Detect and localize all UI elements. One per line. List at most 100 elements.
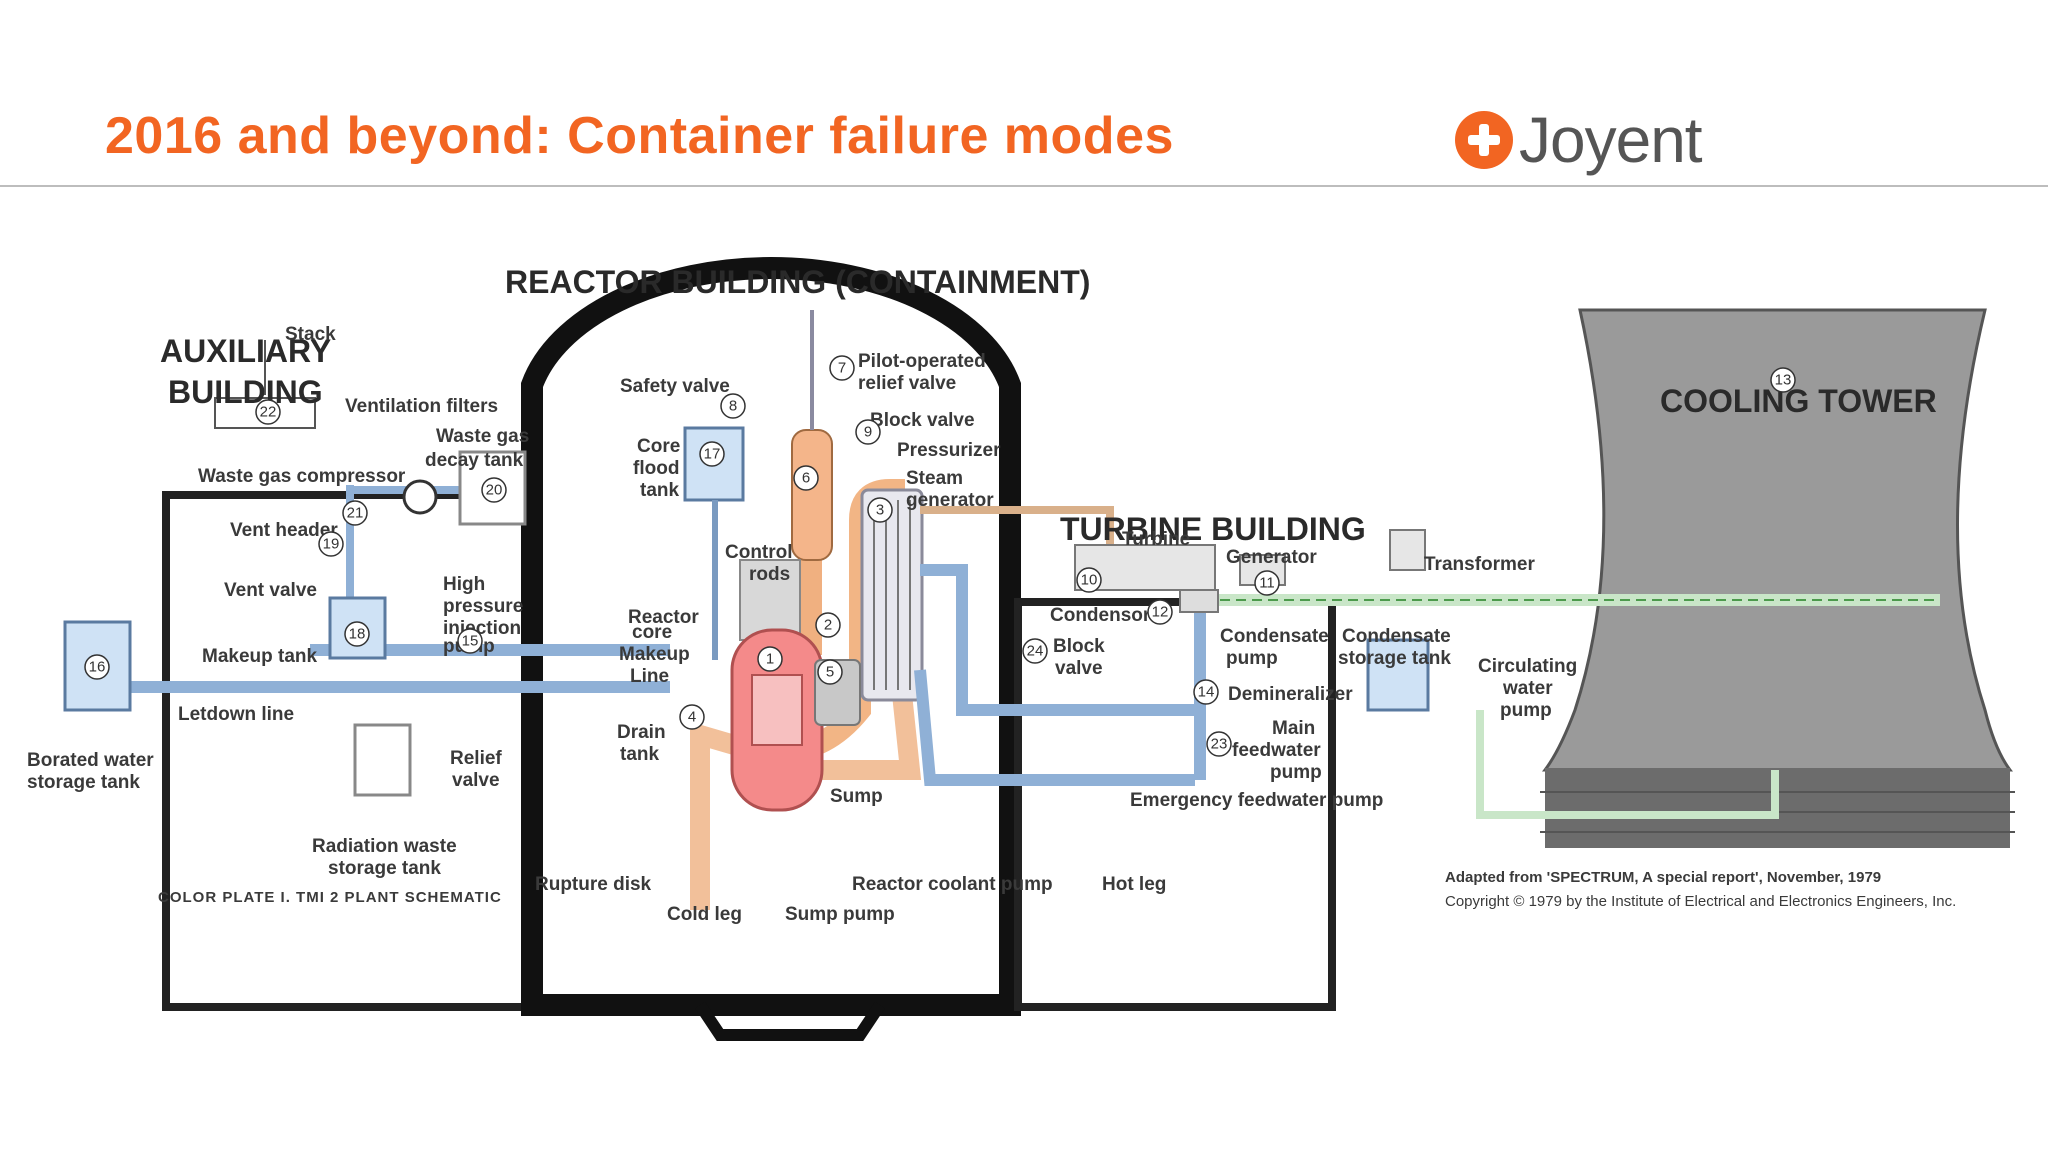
label-relief-valve-2: valve (452, 770, 500, 791)
marker-circle-11 (1254, 570, 1280, 596)
marker-4: 4 (688, 709, 696, 726)
label-block-valve: Block valve (870, 410, 975, 431)
marker-circle-8 (720, 393, 746, 419)
label-waste-gas-2: decay tank (425, 450, 524, 471)
label-circulating-2: water (1502, 678, 1553, 699)
label-transformer: Transformer (1424, 554, 1535, 575)
label-condensate-storage-2: storage tank (1338, 648, 1451, 669)
logo-text: Joyent (1519, 104, 1703, 176)
pressurizer-vessel (791, 429, 833, 561)
marker-8: 8 (729, 398, 737, 415)
marker-circle-22 (255, 399, 281, 425)
label-sump-pump: Sump pump (785, 904, 895, 925)
number-markers (84, 355, 1796, 757)
marker-9: 9 (864, 424, 872, 441)
cooling-tower-heading: COOLING TOWER (1660, 383, 1937, 419)
marker-circle-17 (699, 441, 725, 467)
steam-generator (860, 488, 924, 702)
marker-19: 19 (323, 536, 340, 553)
marker-6: 6 (802, 470, 810, 487)
label-reactor-core-2: core (632, 622, 672, 643)
marker-circle-3 (867, 497, 893, 523)
label-control-rods-1: Control (725, 542, 793, 563)
containment-outline (521, 257, 1021, 1016)
feedwater-line (920, 564, 1205, 716)
label-condensor: Condensor (1050, 605, 1151, 626)
label-demineralizer: Demineralizer (1228, 684, 1353, 705)
marker-14: 14 (1198, 684, 1215, 701)
label-block-valve-24-1: Block (1053, 636, 1105, 657)
label-generator: Generator (1226, 547, 1317, 568)
marker-circle-1 (757, 646, 783, 672)
label-relief-valve-1: Relief (450, 748, 502, 769)
marker-circle-9 (855, 419, 881, 445)
emergency-feedwater-line (914, 669, 1195, 786)
plant-schematic: REACTOR BUILDING (CONTAINMENT) AUXILIARY… (0, 190, 2048, 1152)
credit-line-1: Adapted from 'SPECTRUM, A special report… (1445, 869, 1881, 886)
joyent-logo: Joyent (1455, 100, 1703, 180)
marker-circle-12 (1147, 599, 1173, 625)
marker-2: 2 (824, 617, 832, 634)
plus-circle-icon (1455, 111, 1513, 169)
marker-22: 22 (260, 404, 277, 421)
label-radiation-waste-2: storage tank (328, 858, 441, 879)
radiation-waste-tank (353, 723, 412, 797)
marker-circle-4 (679, 704, 705, 730)
marker-circle-15 (457, 628, 483, 654)
marker-circle-24 (1022, 638, 1048, 664)
label-reactor-coolant-pump: Reactor coolant pump (852, 874, 1053, 895)
label-stack: Stack (285, 324, 336, 345)
condensor-shape (1179, 589, 1219, 613)
label-main-feedwater-3: pump (1270, 762, 1322, 783)
label-core-flood-1: Core (637, 436, 680, 457)
label-vent-header: Vent header (230, 520, 338, 541)
credit-line-2: Copyright © 1979 by the Institute of Ele… (1445, 893, 1956, 910)
label-ventilation-filters: Ventilation filters (345, 396, 498, 417)
transformer-shape (1389, 529, 1426, 571)
label-drain-tank-2: tank (620, 744, 660, 765)
number-labels: 1 2 3 4 5 6 7 8 9 10 11 12 13 14 15 16 1… (89, 360, 1792, 753)
turbine-building-outline (1014, 598, 1336, 1011)
label-reactor-core-1: Reactor (628, 607, 699, 628)
marker-circle-10 (1076, 567, 1102, 593)
label-borated-1: Borated water (27, 750, 154, 771)
title-divider (0, 185, 2048, 187)
containment-base (532, 995, 1010, 1013)
label-makeup-line-2: Line (630, 666, 669, 687)
condensate-storage-tank (1366, 638, 1430, 712)
marker-23: 23 (1211, 736, 1228, 753)
reactor-building-heading: REACTOR BUILDING (CONTAINMENT) (505, 264, 1090, 300)
label-control-rods-2: rods (749, 564, 790, 585)
label-circulating-1: Circulating (1478, 656, 1577, 677)
label-hot-leg: Hot leg (1102, 874, 1166, 895)
steam-line (920, 506, 1114, 545)
marker-circle-2 (815, 612, 841, 638)
label-waste-gas-1: Waste gas (436, 426, 529, 447)
marker-circle-19 (318, 531, 344, 557)
label-makeup-tank: Makeup tank (202, 646, 318, 667)
marker-circle-13 (1770, 367, 1796, 393)
marker-circle-5 (817, 659, 843, 685)
label-vent-valve: Vent valve (224, 580, 317, 601)
marker-circle-7 (829, 355, 855, 381)
marker-1: 1 (766, 651, 774, 668)
label-block-valve-24-2: valve (1055, 658, 1103, 679)
marker-circle-23 (1206, 731, 1232, 757)
label-radiation-waste-1: Radiation waste (312, 836, 457, 857)
marker-10: 10 (1081, 572, 1098, 589)
marker-circle-20 (481, 477, 507, 503)
marker-17: 17 (704, 446, 721, 463)
plate-caption: COLOR PLATE I. TMI 2 PLANT SCHEMATIC (158, 889, 502, 906)
label-main-feedwater-2: feedwater (1232, 740, 1321, 761)
auxiliary-heading-2: BUILDING (168, 374, 323, 410)
marker-circle-18 (344, 621, 370, 647)
label-steam-generator-2: generator (906, 490, 994, 511)
auxiliary-heading-1: AUXILIARY (160, 333, 331, 369)
label-pressurizer: Pressurizer (897, 440, 1001, 461)
label-sump: Sump (830, 786, 883, 807)
label-steam-generator-1: Steam (906, 468, 963, 489)
marker-circle-16 (84, 654, 110, 680)
marker-20: 20 (486, 482, 503, 499)
label-hp-2: pressure (443, 596, 523, 617)
slide-title: 2016 and beyond: Container failure modes (105, 107, 1174, 165)
